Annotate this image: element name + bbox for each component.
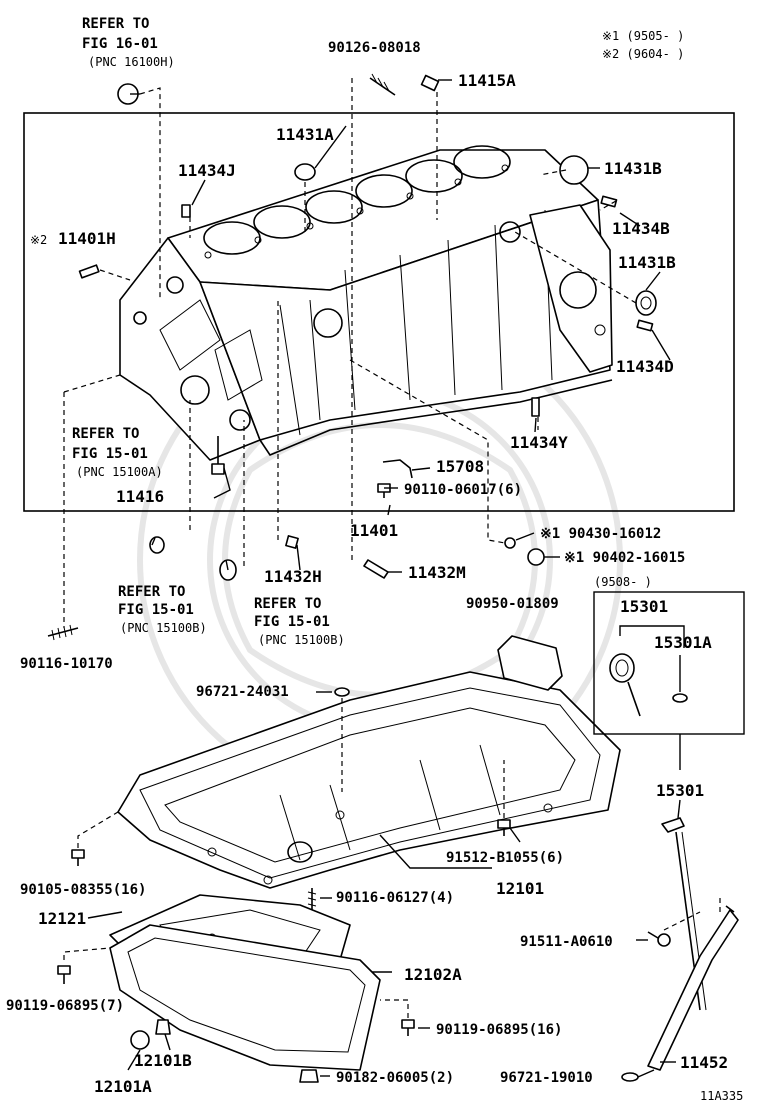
label-11432h: 11432H [264,567,322,586]
label-11434b: 11434B [612,219,670,238]
label-11401h-mark: ※2 [30,233,47,247]
label-90105-08355: 90105-08355(16) [20,882,146,898]
label-96721-19010: 96721-19010 [500,1070,593,1086]
label-90126-08018: 90126-08018 [328,40,421,56]
label-96721-24031: 96721-24031 [196,684,289,700]
label-11415a: 11415A [458,71,516,90]
ref-15100a-line1: REFER TO [72,426,139,442]
label-12121: 12121 [38,909,86,928]
label-9508: (9508- ) [594,575,652,589]
label-11434d: 11434D [616,357,674,376]
note-1: ※1 (9505- ) [602,29,684,43]
oil-pan-drawing [57,635,621,1083]
label-11416: 11416 [116,487,164,506]
label-12102a: 12102A [404,965,462,984]
label-90116-10170: 90116-10170 [20,656,113,672]
label-11434y: 11434Y [510,433,568,452]
label-11434j: 11434J [178,161,236,180]
ref-15100a-line2: FIG 15-01 [72,446,148,462]
ref-16-01-line1: REFER TO [82,16,149,32]
dipstick-drawing [593,591,745,1082]
ref-15100b-right-line1: REFER TO [254,596,321,612]
label-90182-06005: 90182-06005(2) [336,1070,454,1086]
label-12101b: 12101B [134,1051,192,1070]
ref-15100b-right-line2: FIG 15-01 [254,614,330,630]
ref-15100b-left-line1: REFER TO [118,584,185,600]
label-15708: 15708 [436,457,484,476]
label-90950-01809: 90950-01809 [466,596,559,612]
cylinder-block-drawing [119,145,613,461]
label-15301-box: 15301 [620,597,668,616]
label-91512-b1055: 91512-B1055(6) [446,850,564,866]
figure-code: 11A335 [700,1089,743,1103]
label-90119-06895-7: 90119-06895(7) [6,998,124,1014]
label-11431b-mid: 11431B [618,253,676,272]
label-90116-06127: 90116-06127(4) [336,890,454,906]
label-90402-16015: ※1 90402-16015 [564,550,685,566]
label-11401h: 11401H [58,229,116,248]
label-90430-16012: ※1 90430-16012 [540,526,661,542]
label-90119-06895-16: 90119-06895(16) [436,1022,562,1038]
label-11401: 11401 [350,521,398,540]
ref-15100a-line3: (PNC 15100A) [76,465,163,479]
ref-15100b-right-line3: (PNC 15100B) [258,633,345,647]
label-12101: 12101 [496,879,544,898]
block-leaders [63,78,671,628]
label-91511-a0610: 91511-A0610 [520,934,613,950]
ref-15100b-left-line2: FIG 15-01 [118,602,194,618]
block-small-parts [47,73,657,641]
label-15301: 15301 [656,781,704,800]
ref-16-01-line3: (PNC 16100H) [88,55,175,69]
label-11431a: 11431A [276,125,334,144]
block-frame [23,112,735,512]
label-11432m: 11432M [408,563,466,582]
label-12101a: 12101A [94,1077,152,1096]
ref-15100b-left-line3: (PNC 15100B) [120,621,207,635]
note-2: ※2 (9604- ) [602,47,684,61]
label-11452: 11452 [680,1053,728,1072]
label-15301a: 15301A [654,633,712,652]
ref-16-01-line2: FIG 16-01 [82,36,158,52]
label-11431b-top: 11431B [604,159,662,178]
label-90110-06017: 90110-06017(6) [404,482,522,498]
